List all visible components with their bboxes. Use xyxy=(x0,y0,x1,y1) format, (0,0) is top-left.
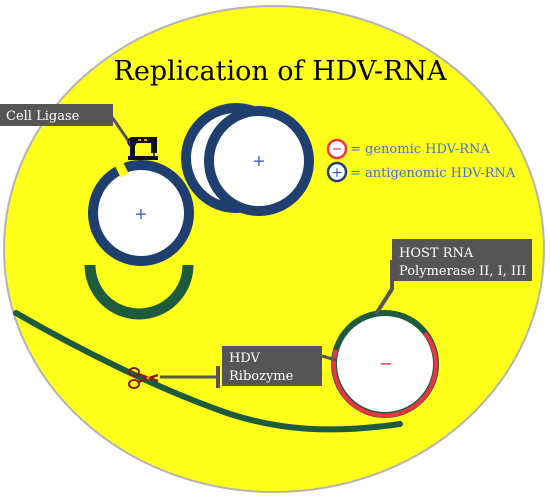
minus-sign-genomic: − xyxy=(379,354,392,373)
antigenomic-circle-left xyxy=(88,160,194,266)
host-rna-box xyxy=(392,239,532,281)
plus-sign-top: + xyxy=(252,151,265,170)
legend-genomic-symbol: − xyxy=(332,142,343,157)
cell-ligase-label: Cell Ligase xyxy=(6,109,80,124)
rna-strand xyxy=(13,310,403,433)
host-rna-label-line2: Polymerase II, I, III xyxy=(399,264,526,279)
host-rna-polymerase-callout: HOST RNA Polymerase II, I, III xyxy=(374,239,532,316)
legend-genomic-text: = genomic HDV-RNA xyxy=(350,142,490,157)
scissors-icon xyxy=(128,367,159,389)
antigenomic-circle-front xyxy=(204,106,314,216)
linear-antigenomic-strand xyxy=(84,264,194,320)
legend-antigenomic-marker xyxy=(326,161,348,183)
hdv-ribozyme-box xyxy=(222,346,322,386)
sewing-machine-icon xyxy=(127,137,158,160)
diagram-title: Replication of HDV-RNA xyxy=(114,56,447,87)
legend-genomic-marker xyxy=(326,138,348,160)
ring-nick-gap xyxy=(115,162,129,178)
host-rna-label-line1: HOST RNA xyxy=(399,246,474,261)
hdv-ribozyme-callout: HDV Ribozyme xyxy=(160,346,337,388)
hdv-ribozyme-label-line2: Ribozyme xyxy=(229,369,294,384)
plus-sign-left: + xyxy=(134,204,147,223)
legend: − = genomic HDV-RNA + = antigenomic HDV-… xyxy=(326,138,516,183)
hdv-ribozyme-leader xyxy=(321,354,337,362)
cell-ligase-box xyxy=(0,104,113,126)
legend-antigenomic-text: = antigenomic HDV-RNA xyxy=(350,166,516,181)
hdv-ribozyme-label-line1: HDV xyxy=(229,351,261,366)
legend-antigenomic-symbol: + xyxy=(331,165,343,181)
genomic-circle-red-arc xyxy=(331,331,438,418)
